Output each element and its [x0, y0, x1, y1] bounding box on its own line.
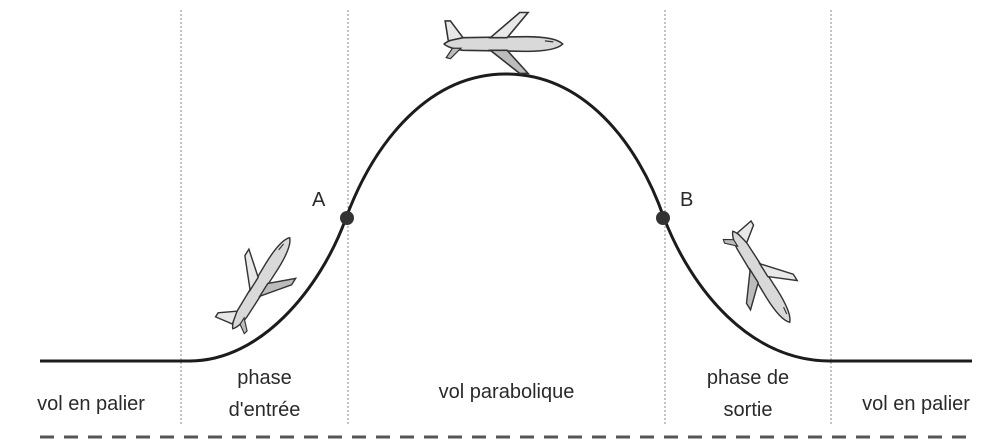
label-level-flight-left: vol en palier	[37, 393, 145, 415]
airplane-icon	[207, 221, 313, 344]
label-entry-line1: phase	[237, 367, 292, 389]
point-b-marker	[656, 211, 670, 225]
label-parabolic-flight: vol parabolique	[438, 381, 575, 403]
point-a-label: A	[312, 189, 326, 211]
point-a-marker	[340, 211, 354, 225]
airplane-icon	[443, 11, 564, 75]
phase-dividers	[180, 10, 832, 425]
label-entry-phase: phase d'entrée	[181, 366, 348, 422]
trajectory-curve	[40, 72, 972, 363]
label-exit-line1: phase de	[706, 367, 790, 389]
label-exit-phase: phase de sortie	[665, 366, 831, 422]
label-exit-line2: sortie	[723, 399, 773, 421]
point-b-label: B	[680, 189, 694, 211]
label-level-flight-right: vol en palier	[862, 393, 970, 415]
label-entry-line2: d'entrée	[228, 399, 301, 421]
airplane-icon	[709, 215, 815, 338]
